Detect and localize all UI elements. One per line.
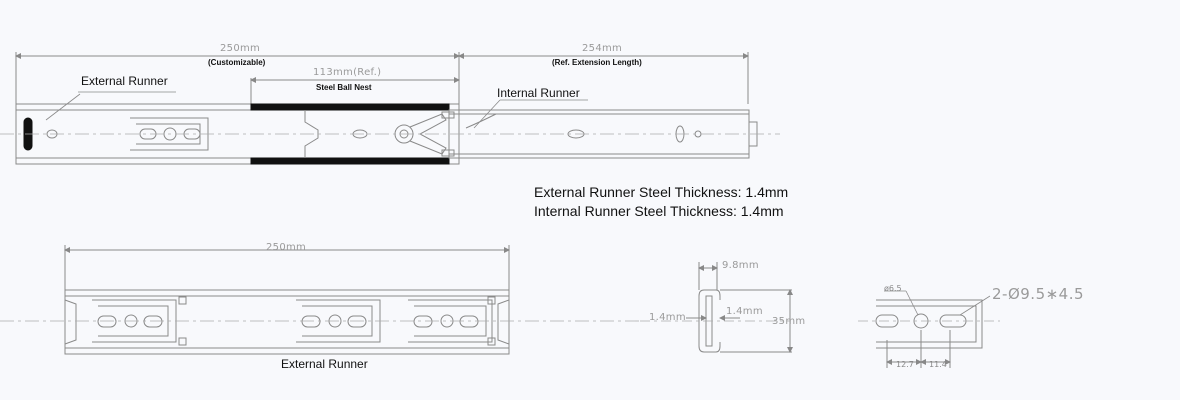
hole-detail <box>875 290 991 368</box>
internal-thickness-spec: Internal Runner Steel Thickness: 1.4mm <box>534 203 784 219</box>
hole-diameter-dim: ø6.5 <box>884 284 902 293</box>
external-thickness-spec: External Runner Steel Thickness: 1.4mm <box>534 184 789 200</box>
external-runner-label: External Runner <box>81 74 168 88</box>
ball-nest-label: Steel Ball Nest <box>316 83 372 92</box>
extension-length-dim: 254mm <box>582 43 623 54</box>
section-thickness-right: 1.4mm <box>726 306 763 317</box>
overall-length-note: (Customizable) <box>208 58 266 67</box>
bottom-length-dim: 250mm <box>266 242 307 253</box>
section-width-dim: 9.8mm <box>722 260 759 271</box>
internal-runner-label: Internal Runner <box>497 86 580 100</box>
hole-pitch-1: 12.7 <box>896 360 914 369</box>
section-thickness-left: 1.4mm <box>649 312 686 323</box>
extension-length-note: (Ref. Extension Length) <box>552 58 642 67</box>
section-height-dim: 35mm <box>772 316 806 327</box>
overall-length-dim: 250mm <box>220 43 261 54</box>
hole-pitch-2: 11.4 <box>929 360 947 369</box>
bottom-runner-view <box>64 245 510 355</box>
ball-nest-dim: 113mm(Ref.) <box>313 67 382 78</box>
top-assembly-view <box>15 52 758 165</box>
slot-spec-dim: 2-Ø9.5∗4.5 <box>992 285 1085 303</box>
bottom-runner-label: External Runner <box>281 357 368 371</box>
